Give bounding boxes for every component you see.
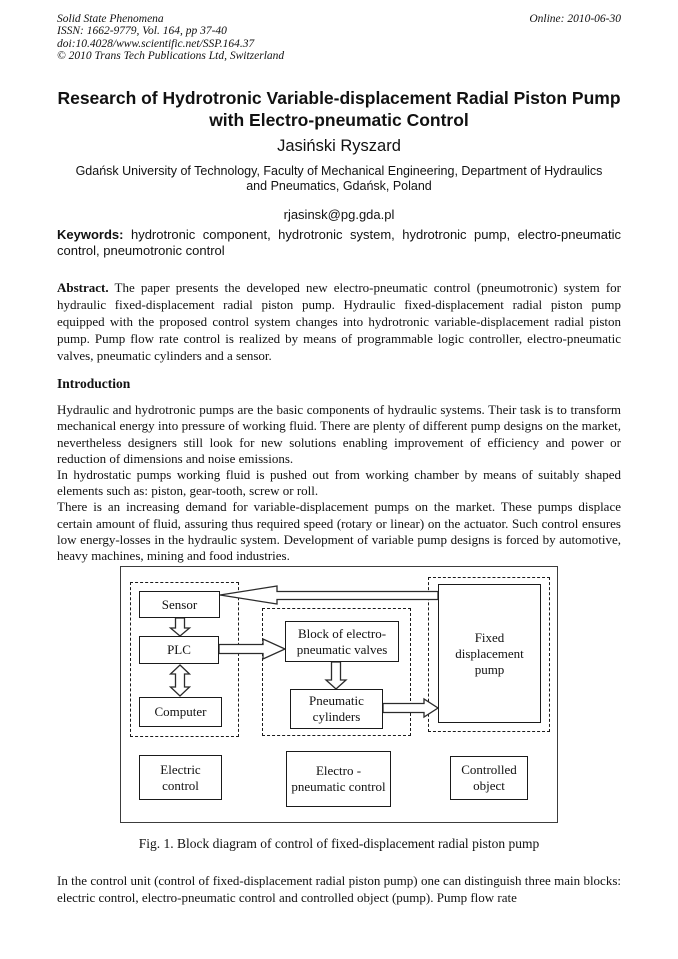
box-sensor: Sensor <box>139 591 220 619</box>
paper-title-line: Research of Hydrotronic Variable-displac… <box>57 88 621 109</box>
author-name: Jasiński Ryszard <box>277 137 401 156</box>
controlled-object-group-outline <box>428 577 550 733</box>
box-electro-pneumatic-control: Electro - pneumatic control <box>286 751 391 808</box>
box-controlled-object: Controlled object <box>450 756 528 801</box>
closing-paragraph: In the control unit (control of fixed-di… <box>57 873 621 906</box>
abstract-block: Abstract. The paper presents the develop… <box>57 279 621 364</box>
box-fixed-displacement-pump: Fixed displacement pump <box>438 584 541 724</box>
figure-block-diagram: Sensor PLC Computer Block of electro-pne… <box>120 566 558 824</box>
journal-name: Solid State Phenomena <box>57 13 164 25</box>
keywords-text: hydrotronic component, hydrotronic syste… <box>57 227 621 258</box>
arrow-cylinders-to-pump-icon <box>382 698 440 719</box>
arrow-plc-computer-double-icon <box>168 664 192 698</box>
box-computer: Computer <box>139 697 222 728</box>
journal-header: Solid State Phenomena ISSN: 1662-9779, V… <box>57 13 621 62</box>
intro-paragraph-3: There is an increasing demand for variab… <box>57 499 621 564</box>
section-heading-introduction: Introduction <box>57 376 131 392</box>
electro-pneumatic-group-outline <box>262 608 411 737</box>
box-pneumatic-cylinders: Pneumatic cylinders <box>290 689 383 730</box>
doi-line: doi:10.4028/www.scientific.net/SSP.164.3… <box>57 37 255 50</box>
figure-caption: Fig. 1. Block diagram of control of fixe… <box>138 836 540 852</box>
intro-paragraph-1: Hydraulic and hydrotronic pumps are the … <box>57 402 621 466</box>
keywords-block: Keywords: hydrotronic component, hydrotr… <box>57 227 621 258</box>
affiliation: Gdańsk University of Technology, Faculty… <box>57 164 621 194</box>
affiliation-line: Gdańsk University of Technology, Faculty… <box>75 164 603 179</box>
electric-control-group-outline <box>130 582 239 738</box>
arrow-sensor-to-plc-icon <box>168 617 192 638</box>
arrow-plc-to-valves-icon <box>218 638 287 661</box>
paper-title: Research of Hydrotronic Variable-displac… <box>57 88 621 131</box>
arrow-valves-to-cylinders-icon <box>324 661 348 691</box>
box-electro-pneumatic-valves: Block of electro-pneumatic valves <box>285 621 399 663</box>
issn-line: ISSN: 1662-9779, Vol. 164, pp 37-40 <box>57 25 227 38</box>
email-address: rjasinsk@pg.gda.pl <box>283 207 395 223</box>
box-electric-control: Electric control <box>139 755 222 801</box>
intro-paragraph-2: In hydrostatic pumps working fluid is pu… <box>57 467 621 499</box>
diagram-arrows <box>168 585 440 719</box>
keywords-label: Keywords: <box>57 227 124 243</box>
abstract-label: Abstract. <box>57 280 109 296</box>
affiliation-line: and Pneumatics, Gdańsk, Poland <box>246 179 432 194</box>
online-date: Online: 2010-06-30 <box>529 13 621 25</box>
copyright-line: © 2010 Trans Tech Publications Ltd, Swit… <box>57 49 285 62</box>
arrow-pump-to-sensor-icon <box>219 585 439 605</box>
paper-title-line: with Electro-pneumatic Control <box>209 109 469 130</box>
box-plc: PLC <box>139 636 219 665</box>
abstract-text: The paper presents the developed new ele… <box>57 280 622 364</box>
